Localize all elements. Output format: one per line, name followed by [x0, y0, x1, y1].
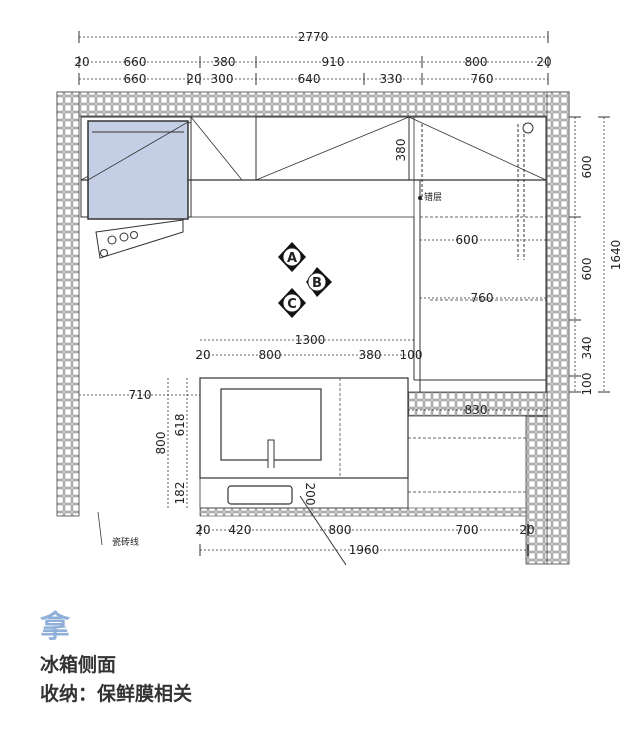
- dim-row1-1: 660: [124, 55, 147, 69]
- fridge: [87, 120, 189, 220]
- dim-left-618: 618: [173, 414, 187, 437]
- caption-icon: 拿: [40, 610, 70, 645]
- dim-overall-width: 2770: [298, 30, 329, 44]
- marker-b: B: [306, 267, 332, 297]
- dim-island-3: 100: [400, 348, 423, 362]
- dim-row2-1: 20: [186, 72, 201, 86]
- label-tile-line: 瓷砖线: [112, 536, 139, 548]
- dim-island-width: 1300: [295, 333, 326, 347]
- dim-row2-5: 760: [471, 72, 494, 86]
- stove: [95, 219, 184, 259]
- dim-right-2: 340: [580, 337, 594, 360]
- marker-b-label: B: [312, 276, 322, 291]
- dim-bottom-total: 1960: [349, 543, 380, 557]
- dimension-labels: 2770 20 660 380 910 800 20 660 20 300 64…: [74, 30, 623, 557]
- dim-inner-760: 760: [471, 291, 494, 305]
- dim-row2-4: 330: [380, 72, 403, 86]
- faucet-icon: [267, 439, 275, 468]
- wall-top: [56, 91, 570, 117]
- dim-right-total: 1640: [609, 240, 623, 271]
- lower-counter: [199, 377, 526, 509]
- dim-row2-2: 300: [211, 72, 234, 86]
- wall-left: [56, 91, 80, 517]
- caption-line-2: 收纳：保鲜膜相关: [40, 683, 193, 705]
- dim-bottom-1: 420: [229, 523, 252, 537]
- corner-post-icon: [522, 122, 534, 134]
- caption-line-1: 冰箱侧面: [40, 654, 117, 676]
- dim-row1-3: 910: [322, 55, 345, 69]
- section-leader-line: [299, 495, 347, 566]
- wall-right-inner: [525, 415, 548, 565]
- dim-right-0: 600: [580, 156, 594, 179]
- dim-row1-0: 20: [74, 55, 89, 69]
- dim-bottom-2: 800: [329, 523, 352, 537]
- tiled-walls: [56, 91, 570, 565]
- dim-left-182: 182: [173, 482, 187, 505]
- marker-c-label: C: [287, 297, 297, 312]
- wall-bottom-strip: [199, 507, 527, 517]
- dim-sink-200: 200: [303, 483, 317, 506]
- dim-row2-3: 640: [298, 72, 321, 86]
- dim-island-0: 20: [195, 348, 210, 362]
- dimension-ticks: [78, 31, 610, 556]
- dim-row1-4: 800: [465, 55, 488, 69]
- dim-left-800: 800: [154, 432, 168, 455]
- kitchen-floor-plan: A B C 2770: [56, 30, 623, 566]
- dim-bottom-4: 20: [519, 523, 534, 537]
- dim-wall-cabinet-depth: 380: [394, 139, 408, 162]
- dim-right-1: 600: [580, 258, 594, 281]
- dim-row2-0: 660: [124, 72, 147, 86]
- dim-inner-600: 600: [456, 233, 479, 247]
- marker-a: A: [278, 242, 306, 272]
- marker-a-label: A: [287, 251, 297, 266]
- dim-left-710: 710: [129, 388, 152, 402]
- right-cabinets: [413, 122, 547, 392]
- dim-row1-2: 380: [213, 55, 236, 69]
- dimension-lines: [79, 36, 605, 551]
- dim-row1-5: 20: [536, 55, 551, 69]
- wall-right: [546, 91, 570, 565]
- dim-right-3: 100: [580, 373, 594, 396]
- fridge-body: [87, 120, 189, 220]
- dim-right-830: 830: [465, 403, 488, 417]
- dim-island-2: 380: [359, 348, 382, 362]
- dim-bottom-0: 20: [195, 523, 210, 537]
- marker-c: C: [278, 288, 306, 318]
- dim-island-1: 800: [259, 348, 282, 362]
- dim-bottom-3: 700: [456, 523, 479, 537]
- label-offset-layer: 错层: [424, 191, 442, 203]
